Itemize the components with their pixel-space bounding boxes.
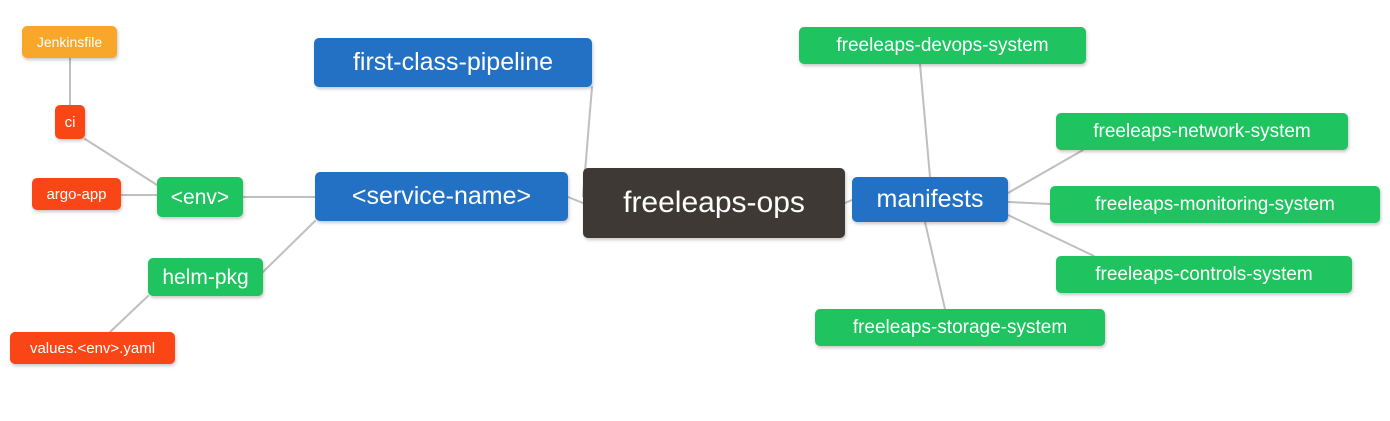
mindmap-node-freeleaps-storage-system[interactable]: freeleaps-storage-system	[815, 309, 1105, 346]
edge-freeleaps-ops--manifests	[844, 199, 853, 204]
mindmap-node-label: <service-name>	[351, 182, 532, 210]
mindmap-node-label: Jenkinsfile	[36, 34, 103, 50]
mindmap-node-freeleaps-network-system[interactable]: freeleaps-network-system	[1056, 113, 1348, 150]
mindmap-node-freeleaps-monitoring-system[interactable]: freeleaps-monitoring-system	[1050, 186, 1380, 223]
edge-manifests--freeleaps-monitoring-system	[1007, 201, 1051, 205]
mindmap-node-label: helm-pkg	[162, 265, 249, 289]
edge-freeleaps-ops--service-name	[567, 196, 584, 204]
mindmap-node-label: freeleaps-devops-system	[836, 35, 1049, 56]
mindmap-node-freeleaps-controls-system[interactable]: freeleaps-controls-system	[1056, 256, 1352, 293]
mindmap-node-env[interactable]: <env>	[157, 177, 243, 217]
mindmap-node-label: values.<env>.yaml	[29, 339, 156, 357]
mindmap-node-argo-app[interactable]: argo-app	[32, 178, 121, 210]
mindmap-node-label: freeleaps-monitoring-system	[1095, 194, 1335, 215]
mindmap-node-helm-pkg[interactable]: helm-pkg	[148, 258, 263, 296]
mindmap-node-label: freeleaps-storage-system	[852, 317, 1068, 338]
mindmap-node-first-class-pipeline[interactable]: first-class-pipeline	[314, 38, 592, 87]
mindmap-node-label: ci	[64, 113, 76, 131]
mindmap-node-Jenkinsfile[interactable]: Jenkinsfile	[22, 26, 117, 58]
edge-manifests--freeleaps-devops-system	[919, 63, 931, 178]
mindmap-node-label: argo-app	[46, 185, 107, 203]
mindmap-node-values-env-yaml[interactable]: values.<env>.yaml	[10, 332, 175, 364]
edge-service-name--helm-pkg	[262, 220, 316, 273]
mindmap-node-ci[interactable]: ci	[55, 105, 85, 139]
edge-helm-pkg--values-env-yaml	[109, 295, 149, 333]
mindmap-node-manifests[interactable]: manifests	[852, 177, 1008, 222]
mindmap-node-label: freeleaps-controls-system	[1095, 264, 1313, 285]
mindmap-node-freeleaps-ops[interactable]: freeleaps-ops	[583, 168, 845, 238]
mindmap-node-label: freeleaps-network-system	[1093, 121, 1311, 142]
mindmap-node-service-name[interactable]: <service-name>	[315, 172, 568, 221]
mindmap-node-label: <env>	[170, 185, 230, 209]
mindmap-node-label: freeleaps-ops	[623, 186, 805, 219]
mindmap-node-label: first-class-pipeline	[352, 48, 554, 76]
mindmap-node-label: manifests	[876, 185, 984, 213]
edge-manifests--freeleaps-storage-system	[924, 221, 946, 310]
mindmap-node-freeleaps-devops-system[interactable]: freeleaps-devops-system	[799, 27, 1086, 64]
